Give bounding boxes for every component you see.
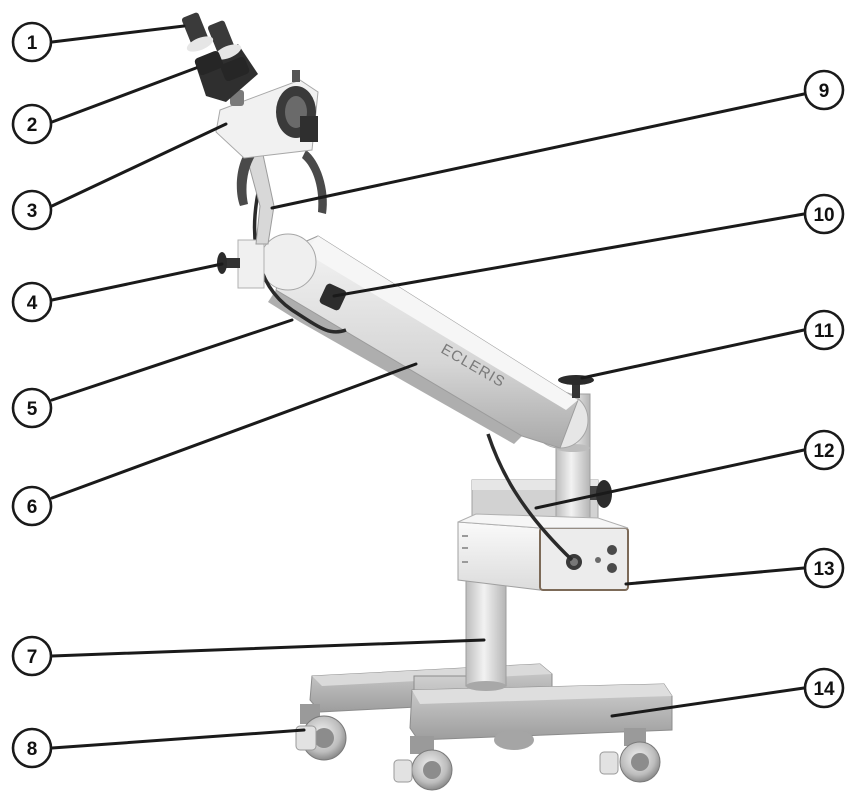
leader-line-4 — [52, 264, 222, 300]
wheel-back-right — [494, 730, 534, 750]
callout-number: 13 — [813, 559, 834, 580]
callout-number: 1 — [27, 33, 38, 54]
callout-5: 5 — [13, 389, 51, 427]
callout-number: 2 — [27, 115, 38, 136]
leader-line-13 — [626, 568, 804, 584]
leader-line-10 — [334, 214, 804, 296]
leader-line-5 — [52, 320, 292, 400]
callout-number: 3 — [27, 201, 38, 222]
callout-14: 14 — [805, 669, 843, 707]
callout-number: 7 — [27, 647, 38, 668]
leader-line-8 — [52, 730, 304, 748]
callout-1: 1 — [13, 23, 51, 61]
callout-13: 13 — [805, 549, 843, 587]
leader-line-9 — [272, 94, 804, 208]
callout-number: 4 — [27, 293, 38, 314]
callout-number: 5 — [27, 399, 38, 420]
callout-number: 14 — [813, 679, 835, 700]
leader-line-3 — [52, 124, 226, 206]
callout-11: 11 — [805, 311, 843, 349]
articulated-arm: ECLERIS — [260, 234, 588, 448]
callout-7: 7 — [13, 637, 51, 675]
leader-line-6 — [52, 364, 416, 498]
callout-number: 11 — [814, 321, 835, 342]
wheel-front-right — [600, 728, 660, 782]
callout-8: 8 — [13, 729, 51, 767]
leader-line-7 — [52, 640, 484, 656]
callout-2: 2 — [13, 105, 51, 143]
callout-6: 6 — [13, 487, 51, 525]
callout-number: 8 — [27, 739, 38, 760]
leader-line-1 — [52, 26, 184, 42]
callout-9: 9 — [805, 71, 843, 109]
callout-number: 10 — [813, 205, 834, 226]
callout-number: 6 — [27, 497, 38, 518]
callout-4: 4 — [13, 283, 51, 321]
callout-number: 12 — [813, 441, 834, 462]
leader-line-2 — [52, 68, 196, 122]
callout-10: 10 — [805, 195, 843, 233]
callout-3: 3 — [13, 191, 51, 229]
callout-number: 9 — [819, 81, 830, 102]
light-source-box — [458, 514, 628, 590]
callout-12: 12 — [805, 431, 843, 469]
vertical-column — [466, 574, 506, 691]
wheel-front-left — [394, 736, 452, 790]
callouts: 1 2 3 4 5 6 7 8 9 10 11 — [13, 23, 843, 767]
leader-line-11 — [582, 330, 804, 378]
